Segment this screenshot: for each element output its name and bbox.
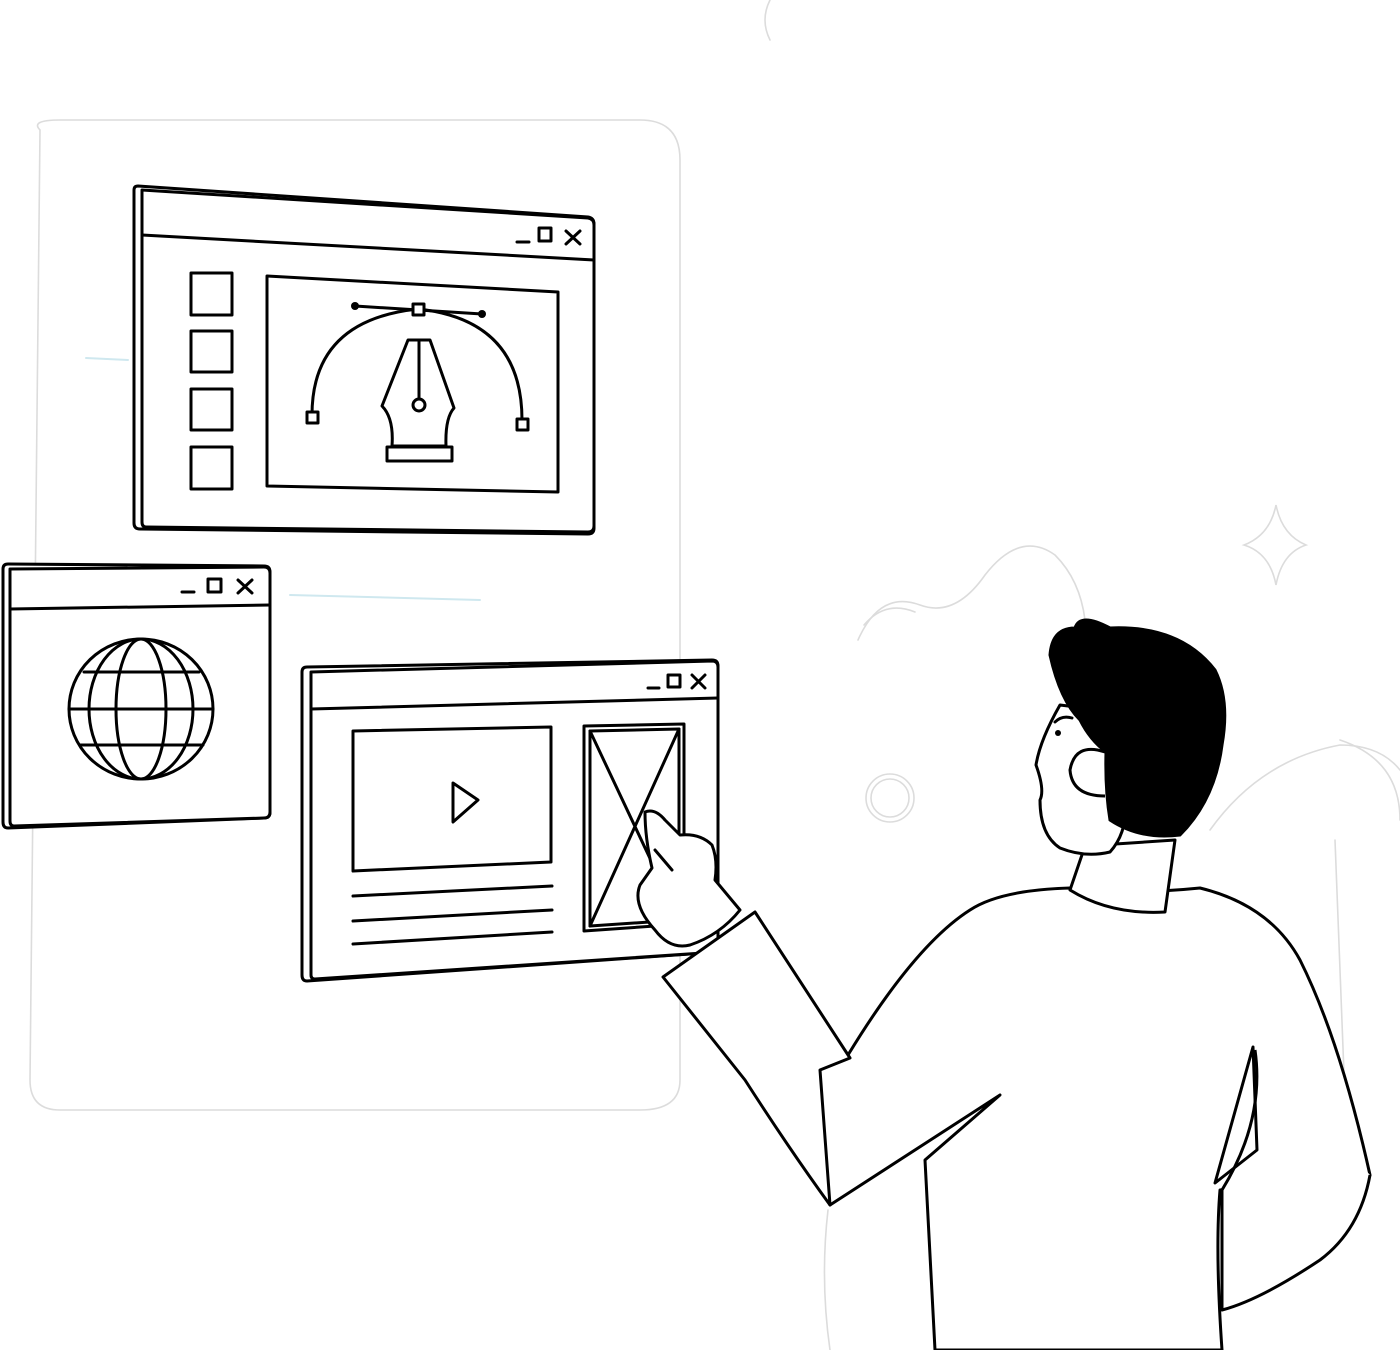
person-arm-sleeve — [661, 910, 852, 1207]
bezier-handle-point — [351, 302, 359, 310]
person-ear — [1068, 747, 1106, 798]
pen-tool-icon — [380, 338, 456, 463]
faint-blue-stroke-1 — [85, 357, 129, 361]
sidebar-square[interactable] — [189, 329, 234, 374]
sidebar-square[interactable] — [189, 387, 234, 432]
faint-right-shape — [764, 0, 1400, 1101]
person-back-arm — [1220, 1049, 1372, 1312]
maximize-icon[interactable] — [206, 577, 223, 594]
globe-window — [1, 562, 272, 830]
maximize-icon[interactable] — [537, 226, 553, 243]
sidebar-square[interactable] — [189, 445, 234, 491]
design-window-titlebar-divider — [140, 233, 596, 262]
pen-nib-hole — [411, 397, 427, 413]
media-window-titlebar-divider — [309, 696, 720, 711]
maximize-icon[interactable] — [666, 673, 682, 689]
close-icon[interactable] — [236, 578, 254, 595]
globe-window-frame[interactable] — [8, 565, 272, 828]
close-icon[interactable] — [690, 673, 707, 690]
text-line — [351, 884, 554, 898]
globe-icon — [67, 637, 215, 781]
globe-window-controls — [180, 577, 254, 595]
media-window — [300, 658, 720, 983]
design-canvas[interactable] — [265, 274, 560, 494]
person-body-line — [1213, 1045, 1259, 1185]
person — [636, 618, 1372, 1350]
bezier-anchor — [305, 410, 320, 425]
design-window-sidebar — [189, 271, 234, 491]
person-hair — [1048, 618, 1227, 838]
person-eyebrow — [1053, 715, 1074, 724]
person-neck — [1068, 838, 1177, 914]
background-decorations — [29, 0, 1400, 1350]
bezier-anchor — [515, 417, 530, 432]
person-finger-line — [653, 848, 674, 872]
faint-right-arc — [1209, 744, 1400, 831]
sparkle-icon — [1241, 504, 1309, 586]
wavy-line — [857, 545, 1086, 641]
text-line — [351, 930, 554, 946]
design-window-controls — [515, 226, 582, 246]
pen-nib-base — [385, 445, 454, 463]
close-icon[interactable] — [564, 229, 582, 246]
design-window — [132, 184, 596, 536]
circle-outline — [865, 773, 915, 823]
person-eye — [1055, 730, 1061, 736]
sidebar-square[interactable] — [189, 271, 234, 317]
faint-blob-outline — [29, 119, 681, 1111]
video-player[interactable] — [351, 725, 553, 873]
design-window-frame[interactable] — [140, 188, 596, 534]
globe-window-titlebar-divider — [8, 603, 272, 611]
play-icon[interactable] — [451, 781, 480, 824]
bezier-handle-point — [478, 310, 486, 318]
bezier-anchor — [411, 302, 426, 317]
text-line — [351, 908, 554, 923]
circle-outline-inner — [870, 778, 910, 818]
person-hand — [636, 809, 742, 948]
bezier-curve-icon — [305, 302, 530, 432]
faint-leg-outline — [823, 1209, 831, 1350]
media-window-controls — [646, 673, 707, 690]
text-lines — [351, 884, 554, 946]
wavy-line-secondary — [863, 607, 916, 626]
faint-blue-stroke-2 — [289, 594, 481, 601]
